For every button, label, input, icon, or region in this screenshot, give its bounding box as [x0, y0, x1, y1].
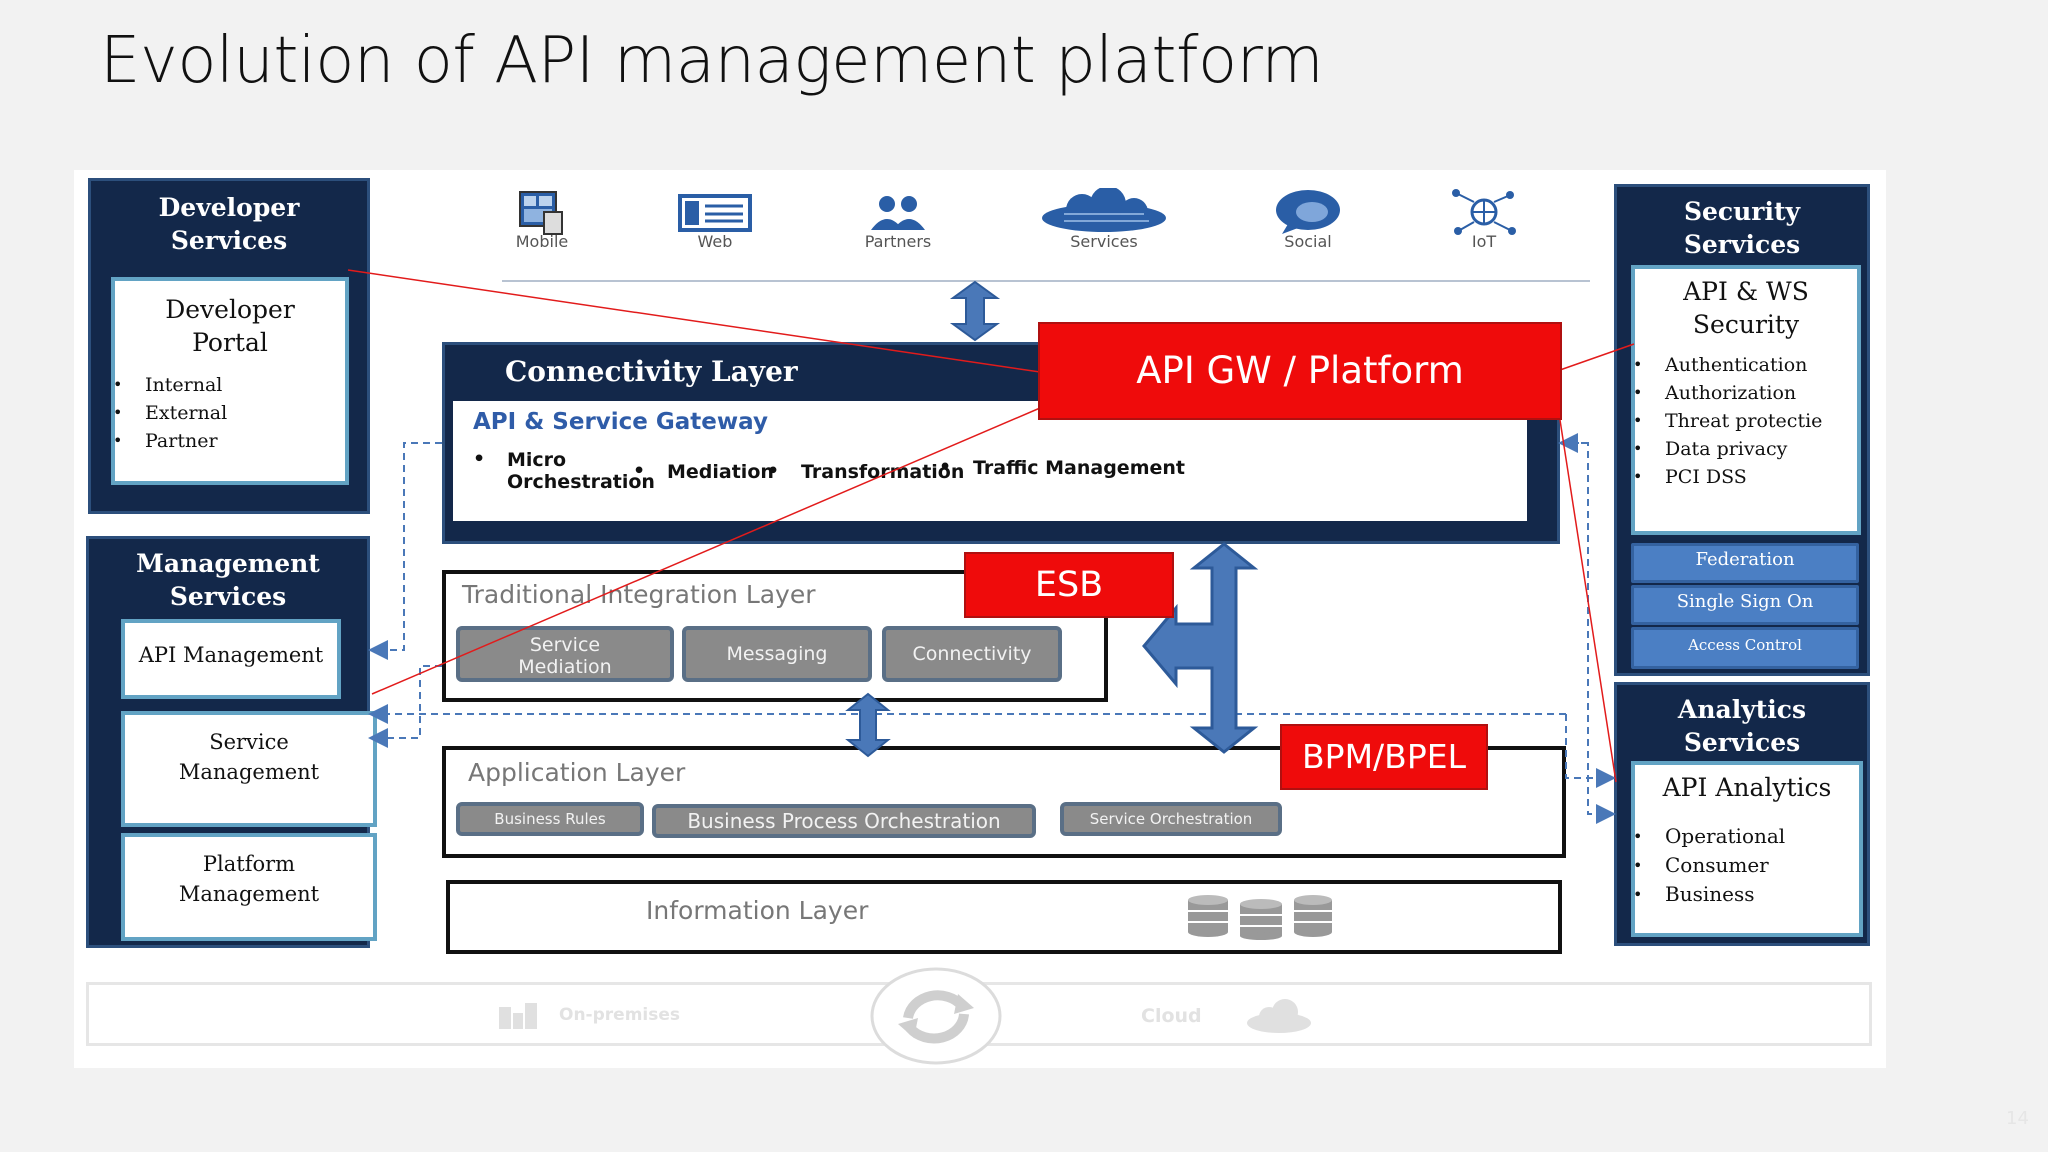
developer-portal-box: Developer Portal Internal External Partn… — [111, 277, 349, 485]
channel-label: Mobile — [515, 232, 569, 251]
list-item: Internal — [113, 371, 345, 399]
red-line-gw-to-security — [1559, 343, 1635, 371]
security-list: Authentication Authorization Threat prot… — [1633, 351, 1835, 491]
information-layer-title: Information Layer — [646, 896, 869, 925]
platform-management-box: Platform Management — [121, 833, 377, 941]
list-item: Partner — [113, 427, 345, 455]
channel-label: Partners — [864, 232, 932, 251]
red-line-portal-to-gw — [347, 269, 1041, 373]
channel-label: IoT — [1471, 232, 1497, 251]
federation-button: Federation — [1631, 543, 1859, 583]
gateway-item: •Micro Orchestration — [473, 448, 655, 493]
analytics-services-title: Analytics Services — [1677, 695, 1807, 757]
connector-application-to-analytics — [1565, 714, 1616, 788]
channel-mobile: Mobile — [472, 188, 612, 251]
connector-connectivity-to-analytics — [1560, 442, 1616, 824]
analytics-list: Operational Consumer Business — [1633, 822, 1859, 909]
mobile-icon — [519, 191, 563, 235]
sync-icon — [870, 967, 1002, 1065]
api-ws-security-box: API & WS Security Authentication Authori… — [1631, 265, 1861, 535]
developer-portal-title: Developer Portal — [165, 295, 295, 357]
developer-portal-list: Internal External Partner — [113, 371, 345, 455]
database-icon — [1188, 895, 1332, 940]
double-arrow-traditional-application — [845, 692, 891, 758]
bpm-bpel-overlay: BPM/BPEL — [1280, 724, 1488, 790]
channel-label: Services — [1070, 232, 1138, 251]
api-analytics-box: API Analytics Operational Consumer Busin… — [1631, 761, 1863, 937]
list-item: Business — [1633, 880, 1859, 909]
api-service-gateway-title: API & Service Gateway — [473, 409, 768, 435]
single-sign-on-button: Single Sign On — [1631, 585, 1859, 625]
developer-services-panel: Developer Services Developer Portal Inte… — [88, 178, 370, 514]
list-item: Threat protectie — [1633, 407, 1835, 435]
building-icon — [499, 1003, 537, 1029]
messaging-button: Messaging — [682, 626, 872, 682]
api-gw-platform-overlay: API GW / Platform — [1038, 322, 1562, 420]
channel-label: Social — [1284, 232, 1332, 251]
api-management-box: API Management — [121, 619, 341, 699]
gateway-item: •Transformation — [767, 460, 965, 483]
esb-overlay: ESB — [964, 552, 1174, 618]
business-rules-button: Business Rules — [456, 802, 644, 836]
t-arrow-esb — [1142, 542, 1259, 754]
slide-title: Evolution of API management platform — [100, 24, 1324, 98]
list-item: Operational — [1633, 822, 1859, 851]
api-analytics-title: API Analytics — [1662, 773, 1832, 802]
channel-label: Web — [697, 232, 733, 251]
double-arrow-channels — [949, 280, 1001, 342]
service-mediation-button: Service Mediation — [456, 626, 674, 682]
social-icon — [1276, 190, 1340, 234]
connector-connectivity-to-management — [368, 442, 442, 660]
traditional-layer-title: Traditional Integration Layer — [462, 580, 816, 609]
information-layer: Information Layer — [446, 880, 1562, 954]
connectivity-layer-title: Connectivity Layer — [505, 355, 798, 388]
channel-separator — [502, 280, 1590, 282]
red-line-management-to-gw — [371, 407, 1041, 695]
management-services-title: Management Services — [136, 549, 320, 611]
service-orchestration-button: Service Orchestration — [1060, 802, 1282, 836]
management-services-panel: Management Services API Management Servi… — [86, 536, 377, 948]
developer-services-title: Developer Services — [158, 193, 300, 255]
list-item: External — [113, 399, 345, 427]
channel-partners: Partners — [828, 188, 968, 251]
security-services-panel: Security Services API & WS Security Auth… — [1614, 184, 1870, 676]
connector-traditional-to-management — [368, 665, 442, 748]
cloud-label: Cloud — [1141, 1005, 1202, 1027]
partners-icon — [871, 196, 925, 230]
list-item: Authentication — [1633, 351, 1835, 379]
connectivity-button: Connectivity — [882, 626, 1062, 682]
channel-services: Services — [1034, 188, 1174, 251]
list-item: Consumer — [1633, 851, 1859, 880]
iot-icon — [1452, 189, 1516, 235]
page-number: 14 — [2006, 1108, 2029, 1129]
business-process-orchestration-button: Business Process Orchestration — [652, 804, 1036, 838]
application-layer-title: Application Layer — [468, 758, 686, 787]
channel-web: Web — [645, 188, 785, 251]
list-item: Authorization — [1633, 379, 1835, 407]
access-control-button: Access Control — [1631, 627, 1859, 669]
channel-social: Social — [1238, 188, 1378, 251]
security-services-title: Security Services — [1683, 197, 1801, 259]
api-service-gateway-box: API & Service Gateway •Micro Orchestrati… — [453, 401, 1527, 521]
cloud-icon — [1247, 999, 1311, 1033]
service-management-box: Service Management — [121, 711, 377, 827]
list-item: PCI DSS — [1633, 463, 1835, 491]
gateway-item: •Traffic Management — [939, 456, 1185, 479]
api-ws-security-title: API & WS Security — [1683, 277, 1809, 339]
channel-iot: IoT — [1414, 188, 1554, 251]
cloud-services-icon — [1042, 188, 1166, 232]
red-line-gw-to-analytics — [1559, 419, 1617, 783]
list-item: Data privacy — [1633, 435, 1835, 463]
gateway-item: •Mediation — [633, 460, 774, 483]
web-icon — [678, 194, 752, 232]
on-premises-label: On-premises — [559, 1005, 681, 1025]
